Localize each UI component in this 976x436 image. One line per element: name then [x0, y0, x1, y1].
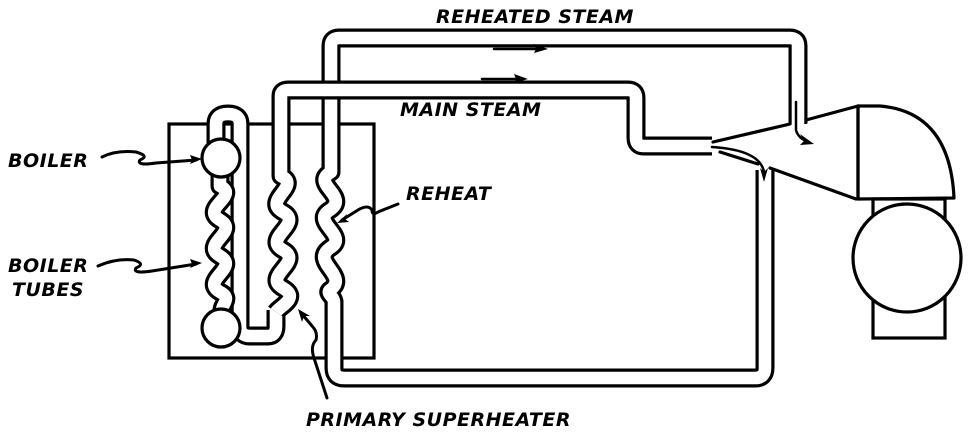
reheated-steam-flow-arrow [492, 44, 548, 53]
boiler-tubes-label-line2: TUBES [12, 279, 84, 301]
reheated-steam-line [321, 28, 808, 160]
reheat-inlet-arrow [794, 100, 814, 145]
boiler-tubes [204, 172, 236, 312]
primary-superheater-coil [267, 160, 300, 319]
main-steam-line [271, 80, 712, 160]
primary-superheater-label: PRIMARY SUPERHEATER [306, 409, 571, 431]
turbine-exhaust-hood [856, 104, 956, 201]
primary-superheater-leader [300, 312, 329, 400]
upper-drum [200, 137, 242, 179]
reheat-coil [314, 160, 346, 305]
turbine [711, 104, 956, 201]
main-steam-flow-arrow [480, 74, 528, 83]
boiler-leader-arrowhead [190, 155, 202, 164]
boiler-tubes-label-line1: BOILER [8, 255, 88, 277]
cold-reheat-return-line [324, 170, 775, 388]
boiler-leader [100, 150, 198, 166]
boiler-tubes-leader [96, 258, 198, 274]
reheated-steam-label: REHEATED STEAM [436, 6, 634, 28]
boiler-label: BOILER [8, 150, 88, 172]
reheat-leader [340, 202, 400, 222]
lower-drum [200, 307, 242, 349]
reheat-label: REHEAT [406, 183, 493, 205]
boiler-tubes-leader-arrowhead [190, 259, 202, 268]
reheat-leader-arrowhead [337, 214, 349, 223]
main-steam-label: MAIN STEAM [400, 99, 541, 121]
primary-superheater-leader-arrowhead [298, 309, 310, 322]
generator [851, 197, 963, 340]
turbine-return-arrow [710, 145, 768, 182]
